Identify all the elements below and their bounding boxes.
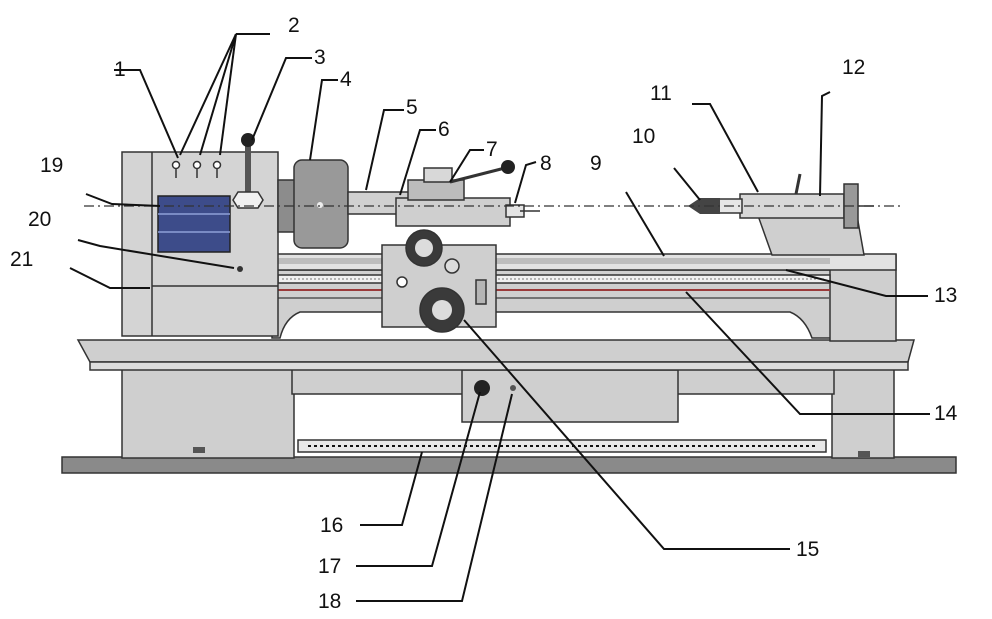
right-pedestal-vent (858, 451, 870, 457)
label-12: 12 (842, 56, 865, 79)
label-19: 19 (40, 154, 63, 177)
label-3: 3 (314, 46, 326, 69)
label-7: 7 (486, 138, 498, 161)
control-box (461, 369, 679, 423)
label-2: 2 (288, 14, 300, 37)
label-18: 18 (318, 590, 341, 613)
control-knob (474, 380, 490, 396)
part-labels: 1 2 3 4 5 6 7 8 9 10 11 12 13 14 15 16 1… (10, 14, 958, 613)
label-8: 8 (540, 152, 552, 175)
floor-base (61, 456, 957, 474)
headstock-indicator (237, 266, 243, 272)
selector-knob-2 (192, 160, 202, 170)
tool-post-handle-knob (501, 160, 515, 174)
left-pedestal-vent (193, 447, 205, 453)
speed-panel (157, 195, 231, 253)
carriage-saddle (395, 197, 511, 227)
left-pedestal (121, 367, 295, 459)
label-10: 10 (632, 125, 655, 148)
selector-knob-3 (212, 160, 222, 170)
label-14: 14 (934, 402, 958, 425)
label-21: 21 (10, 248, 33, 271)
compound-rest (407, 179, 465, 201)
apron-clamp (475, 279, 487, 305)
label-15: 15 (796, 538, 819, 561)
tool-post (423, 167, 453, 183)
label-4: 4 (340, 68, 352, 91)
leader-lines (69, 33, 930, 602)
chip-tray (76, 339, 915, 363)
label-6: 6 (438, 118, 450, 141)
label-11: 11 (650, 82, 672, 105)
selector-knob-1 (171, 160, 181, 170)
spindle-lever-rod (245, 140, 251, 194)
label-16: 16 (320, 514, 343, 537)
label-20: 20 (28, 208, 51, 231)
apron-button (396, 276, 408, 288)
spindle-lever-knob (241, 133, 255, 147)
lever-hub (232, 191, 264, 209)
label-1: 1 (114, 58, 126, 81)
label-17: 17 (318, 555, 341, 578)
label-13: 13 (934, 284, 957, 307)
apron-lever (444, 258, 460, 274)
tool-post-handle (449, 166, 506, 184)
control-switch (510, 385, 516, 391)
label-5: 5 (406, 96, 418, 119)
label-9: 9 (590, 152, 602, 175)
tailstock-clamp-lever (794, 173, 802, 195)
